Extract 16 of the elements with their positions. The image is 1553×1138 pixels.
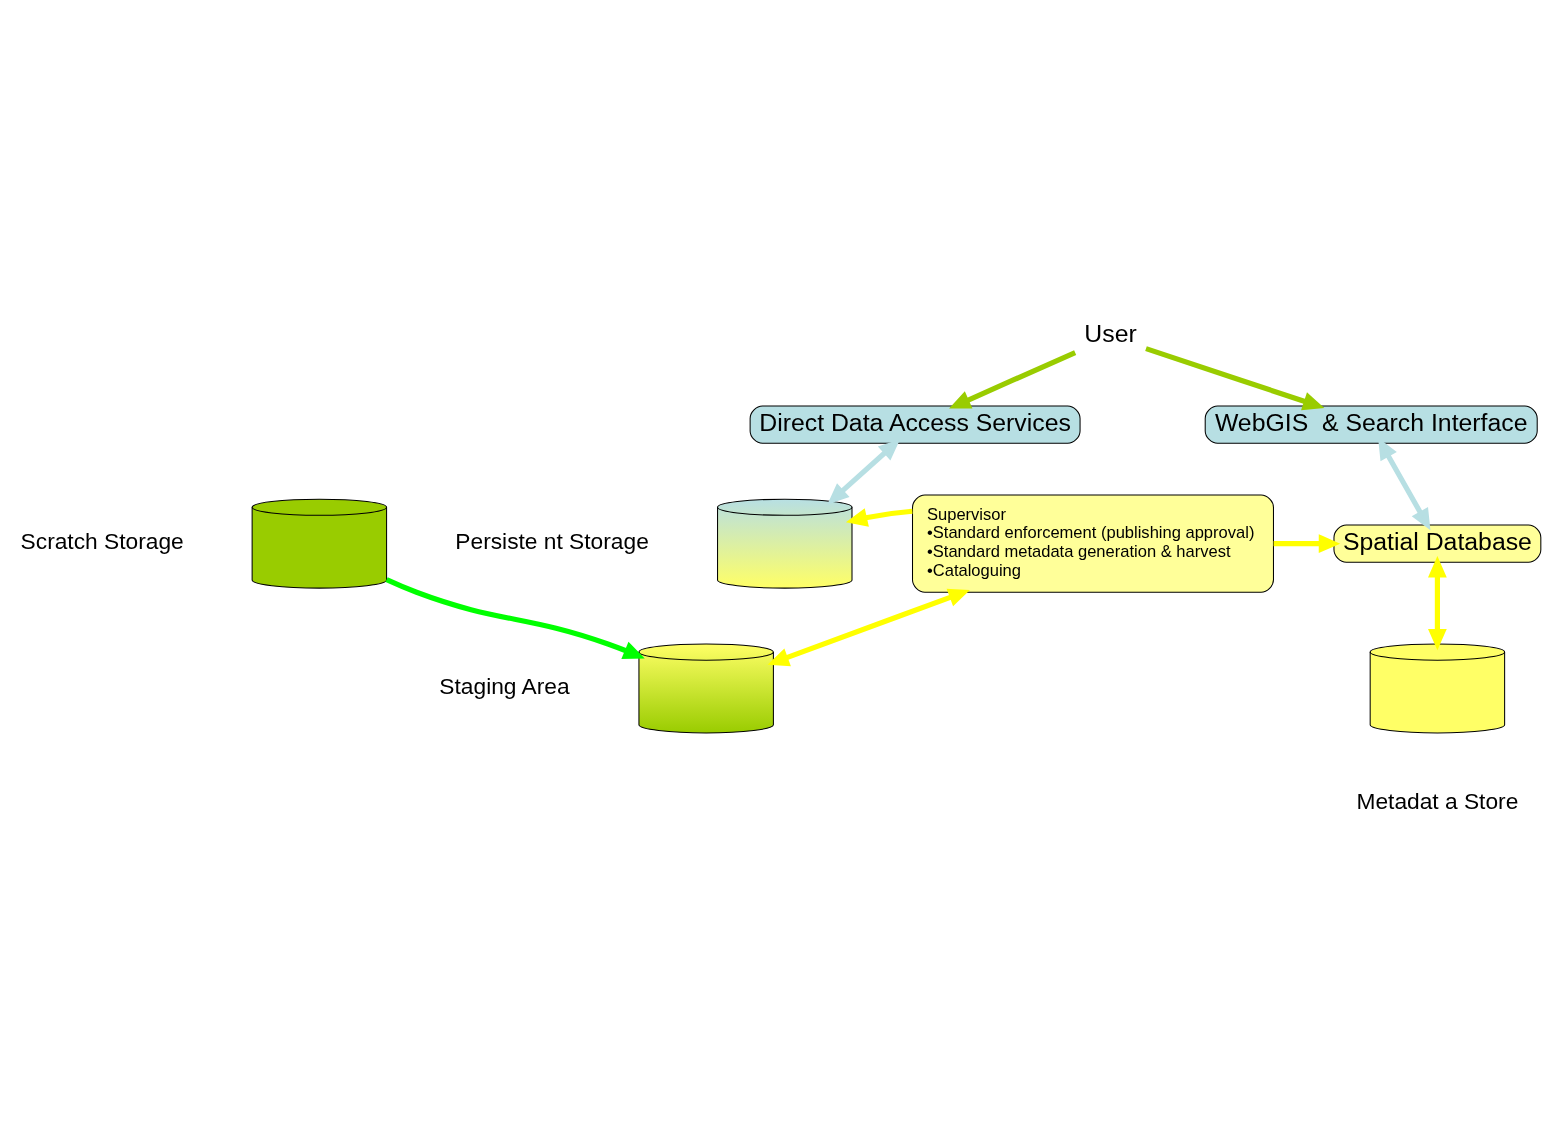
node-label: Metadat a Store <box>1356 787 1519 814</box>
node-label: Persiste nt Storage <box>455 527 649 554</box>
arrow <box>949 349 1077 409</box>
node-box: Direct Data Access Services <box>749 405 1081 444</box>
arrow <box>1273 533 1341 553</box>
arrow <box>385 576 645 659</box>
arrow <box>845 507 913 527</box>
node-box: Supervisor •Standard enforcement (publishing approval) •Standard metadata generation & harvest •Cataloguing <box>912 494 1274 593</box>
node-box: Spatial Database <box>1333 524 1542 563</box>
node-text: User <box>1084 319 1137 347</box>
node-label: Staging Area <box>439 672 570 699</box>
node-box: WebGIS & Search Interface <box>1204 405 1538 444</box>
node-label: Scratch Storage <box>20 527 184 554</box>
arrow <box>1428 555 1447 650</box>
arrow <box>1145 345 1325 410</box>
arrow <box>767 588 970 666</box>
